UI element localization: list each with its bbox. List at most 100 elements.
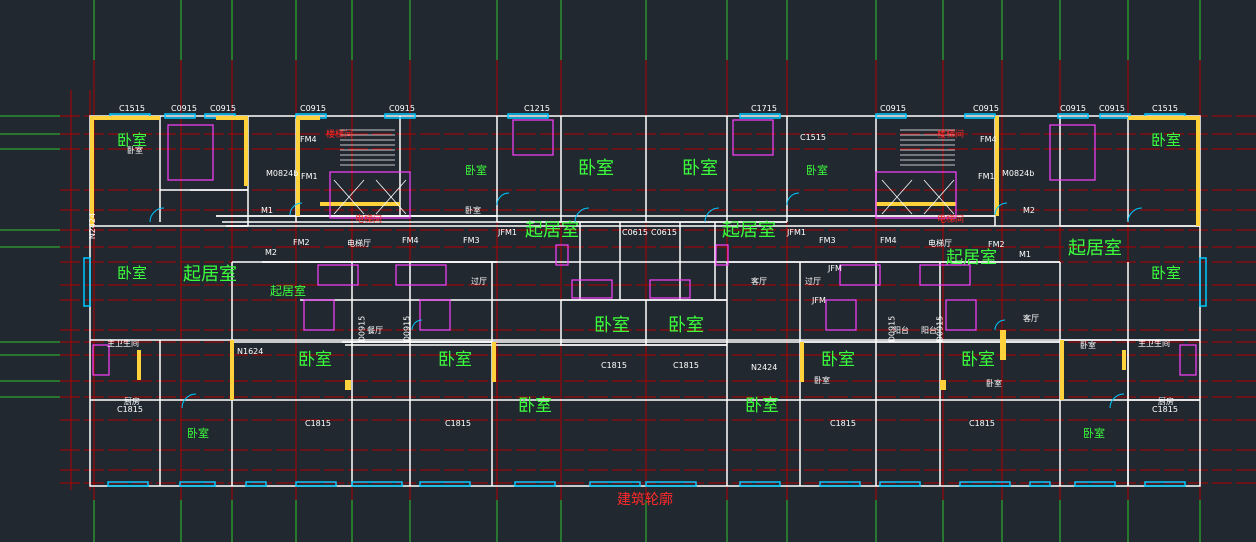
column [1000,330,1006,360]
room-tag: 过厅 [471,277,487,286]
fixture [317,264,359,286]
window-tag: C1815 [1152,405,1178,414]
door-tag: D0915 [935,315,945,343]
elevator-cross [375,179,407,215]
room-bedroom: 卧室 [465,164,487,177]
room-tag: 厨房 [1158,397,1174,406]
column [320,202,400,206]
column [137,350,141,380]
column [296,116,300,216]
column [800,342,804,382]
column [492,342,496,382]
room-bedroom: 卧室 [1151,264,1182,282]
window-tag: C0915 [1060,104,1086,113]
window-tag: C0915 [389,104,415,113]
room-tag: 阳台 [921,326,937,335]
room-living: 起居室 [1068,238,1122,259]
door-tag: M0824b [1002,169,1035,178]
fixture [329,171,411,219]
door-tag: FM4 [402,236,419,245]
door-tag: D0915 [402,315,412,343]
door-swing [704,207,720,223]
window [645,481,697,487]
column [216,116,248,120]
door-swing [574,207,590,223]
fixture [1049,124,1096,181]
room-tag: 客厅 [1023,314,1039,323]
column [1122,350,1126,370]
fixture [303,299,335,331]
door-tag: FM1 [301,172,318,181]
window [739,481,781,487]
room-bedroom: 卧室 [821,350,855,370]
room-tag: 主卫生间 [1138,339,1170,348]
window-tag: C0915 [171,104,197,113]
room-bedroom: 卧室 [1151,131,1182,149]
window-tag: C1815 [117,405,143,414]
fixture [92,344,110,376]
window-tag: C0915 [880,104,906,113]
door-swing [786,192,800,206]
column [940,380,946,390]
window [959,481,1011,487]
window-tag: C1815 [969,419,995,428]
room-living: 起居室 [525,220,579,241]
door-tag: JFM [828,264,842,273]
room-tag: 卧室 [1080,341,1096,350]
column [90,116,160,120]
window [419,481,471,487]
column [90,116,94,226]
elevator-cross [881,179,913,215]
room-tag: 客厅 [751,277,767,286]
fixture [732,119,774,156]
window-tag: C0615 [651,228,677,237]
column [876,202,956,206]
fixture [512,119,554,156]
elevator-cross [923,179,955,215]
door-tag: FM2 [988,240,1005,249]
window [1057,113,1089,119]
window [1029,481,1051,487]
door-tag: M1 [261,206,273,215]
door-tag: FM3 [463,236,480,245]
fixture [875,171,957,219]
room-tag: 卧室 [814,376,830,385]
window-tag: C1815 [673,361,699,370]
room-bedroom: 卧室 [668,315,704,336]
window-tag: C0915 [973,104,999,113]
fixtures [92,119,1197,409]
room-tag: 过厅 [805,277,821,286]
fixture [919,264,971,286]
door-swing [149,207,165,223]
door-tag: FM2 [293,238,310,247]
room-tag: 卧室 [465,206,481,215]
window-tag: C1515 [1152,104,1178,113]
fixture [419,299,451,331]
room-tag: 厨房 [124,397,140,406]
door-swing [411,319,423,331]
column [1196,116,1200,226]
room-tag: 主卫生间 [107,339,139,348]
drawing-title: 建筑轮廓 [617,492,673,508]
window-tag: C1515 [119,104,145,113]
door-swing [994,319,1006,331]
fixture [825,299,857,331]
door-tag: JFM1 [498,228,517,237]
door-swing [496,192,510,206]
walls [89,115,1201,487]
window [507,113,549,119]
columns [90,116,1200,400]
room-tag: 卧室 [127,146,143,155]
fixture [167,124,214,181]
column [230,340,234,400]
fixture [1179,344,1197,376]
door-tag: M1 [1019,250,1031,259]
window [819,481,861,487]
window [879,481,921,487]
door-tag: FM4 [980,135,997,144]
window-tag: C1815 [601,361,627,370]
door-tag: N1624 [237,347,264,356]
